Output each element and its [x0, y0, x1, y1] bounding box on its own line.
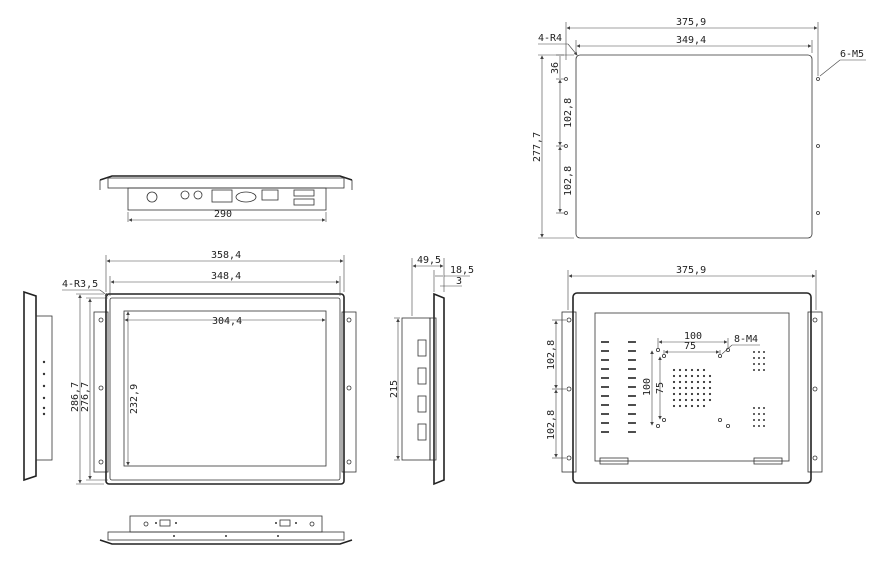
front-screen-height: 232,9 [129, 384, 140, 414]
back-vesa-outer-v: 100 [642, 378, 653, 396]
back-vesa-inner: 75 [684, 341, 696, 352]
front-corner-radius: 4-R3,5 [62, 279, 98, 290]
top-view: 290 [99, 175, 353, 222]
cutout-inner-width: 349,4 [676, 35, 706, 46]
front-view: 358,4 348,4 4-R3,5 304,4 286,7 276,7 232… [62, 250, 357, 485]
back-pitch-upper: 102,8 [546, 340, 557, 370]
back-width: 375,9 [676, 265, 706, 276]
cutout-height: 277,7 [532, 132, 543, 162]
side-view: 49,5 18,5 3 215 [389, 255, 474, 486]
cutout-outer-width: 375,9 [676, 17, 706, 28]
back-vesa-outer: 100 [684, 331, 702, 342]
cutout-view: 375,9 349,4 4-R4 6-M5 36 102,8 102,8 277… [532, 17, 866, 239]
cutout-hole-spec: 6-M5 [840, 49, 864, 60]
back-pitch-lower: 102,8 [546, 410, 557, 440]
cutout-pitch-upper: 102,8 [563, 98, 574, 128]
vent-slots [601, 341, 636, 433]
cutout-offset: 36 [550, 62, 561, 74]
front-outer-width: 358,4 [211, 250, 241, 261]
front-outer-height: 286,7 [70, 382, 81, 412]
side-lip: 3 [456, 276, 462, 287]
cutout-pitch-lower: 102,8 [563, 166, 574, 196]
side-depth: 49,5 [417, 255, 441, 266]
back-view: 375,9 100 75 8-M4 100 75 102,8 102,8 [546, 265, 823, 484]
small-vents [753, 351, 765, 427]
side-bracket-height: 215 [389, 380, 400, 398]
speaker-grille [672, 368, 712, 408]
left-side-view [23, 290, 53, 482]
front-screen-width: 304,4 [212, 316, 242, 327]
top-width-label: 290 [214, 209, 232, 220]
front-bezel-height: 276,7 [80, 382, 91, 412]
side-bezel-depth: 18,5 [450, 265, 474, 276]
back-vesa-inner-v: 75 [655, 382, 666, 394]
cutout-corner-radius: 4-R4 [538, 33, 562, 44]
front-bezel-width: 348,4 [211, 271, 241, 282]
back-vesa-holes: 8-M4 [734, 334, 758, 345]
bottom-view [99, 515, 353, 545]
